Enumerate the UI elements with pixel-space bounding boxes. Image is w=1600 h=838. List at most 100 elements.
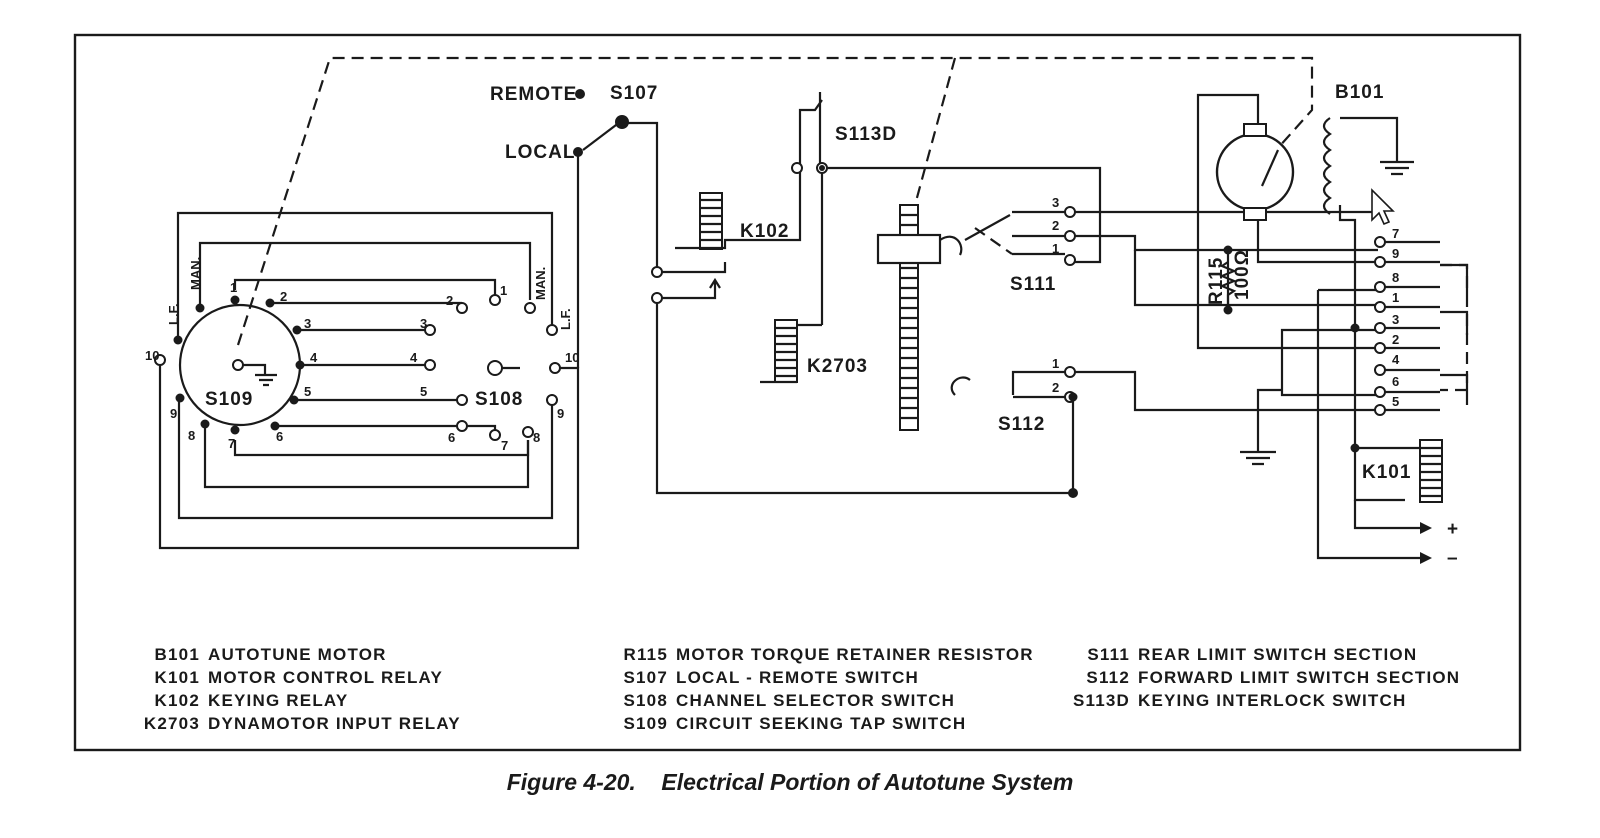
label-k102: K102 <box>740 221 789 242</box>
svg-text:7: 7 <box>228 436 235 451</box>
legend-desc: FORWARD LIMIT SWITCH SECTION <box>1138 668 1460 687</box>
svg-text:9: 9 <box>170 406 177 421</box>
svg-text:3: 3 <box>420 316 427 331</box>
svg-text:4: 4 <box>310 350 318 365</box>
svg-text:1: 1 <box>500 283 507 298</box>
junction-dots <box>819 165 1078 498</box>
legend-code: K101 <box>155 668 200 687</box>
label-remote: REMOTE <box>490 84 577 105</box>
svg-text:3: 3 <box>1392 312 1399 327</box>
legend-code: S113D <box>1073 691 1130 710</box>
terminal-strip-labels: 7 9 8 1 3 2 4 6 5 <box>1392 226 1400 409</box>
legend-code: S108 <box>623 691 668 710</box>
legend-code: K102 <box>155 691 200 710</box>
svg-text:10: 10 <box>565 350 579 365</box>
terminal-strip <box>1350 236 1440 453</box>
svg-text:2: 2 <box>1052 218 1059 233</box>
legend: B101 AUTOTUNE MOTOR K101 MOTOR CONTROL R… <box>144 645 1460 733</box>
label-k101: K101 <box>1362 462 1411 483</box>
legend-desc: AUTOTUNE MOTOR <box>208 645 387 664</box>
label-s108-lf: L.F. <box>558 308 573 330</box>
diagram-frame <box>73 33 1522 752</box>
legend-desc: LOCAL - REMOTE SWITCH <box>676 668 919 687</box>
label-s107: S107 <box>610 83 658 104</box>
label-s109-man: MAN. <box>188 257 203 290</box>
label-r115: R115 <box>1206 257 1227 305</box>
svg-text:6: 6 <box>276 429 283 444</box>
s108-contacts <box>154 294 561 441</box>
svg-text:3: 3 <box>304 316 311 331</box>
s109-pin-labels: 1 2 3 4 5 6 7 8 9 10 <box>145 280 318 451</box>
label-b101: B101 <box>1335 82 1384 103</box>
svg-text:10: 10 <box>145 348 159 363</box>
svg-text:8: 8 <box>1392 270 1399 285</box>
svg-text:1: 1 <box>1052 241 1059 256</box>
label-s109: S109 <box>205 389 253 410</box>
s108-pin-labels: 1 2 3 4 5 6 7 8 9 10 <box>410 283 579 453</box>
svg-text:1: 1 <box>1392 290 1399 305</box>
svg-text:9: 9 <box>1392 246 1399 261</box>
label-s108-man: MAN. <box>533 267 548 300</box>
label-s112: S112 <box>998 414 1045 435</box>
svg-text:5: 5 <box>420 384 427 399</box>
svg-text:2: 2 <box>280 289 287 304</box>
autotune-gear-stack <box>876 204 971 431</box>
s107-switch <box>573 89 629 157</box>
r115-resistor <box>1219 245 1237 315</box>
svg-text:8: 8 <box>188 428 195 443</box>
svg-text:6: 6 <box>1392 374 1399 389</box>
k101-relay <box>1355 439 1443 503</box>
svg-text:9: 9 <box>557 406 564 421</box>
svg-text:2: 2 <box>1052 380 1059 395</box>
s109-rotary-switch <box>173 295 305 435</box>
svg-text:4: 4 <box>410 350 418 365</box>
legend-code: S109 <box>623 714 668 733</box>
label-r115-value: 100Ω <box>1232 249 1253 300</box>
s111-s112-pin-labels: 3 2 1 1 2 <box>1052 195 1059 395</box>
svg-text:5: 5 <box>1392 394 1399 409</box>
svg-text:7: 7 <box>1392 226 1399 241</box>
svg-text:2: 2 <box>446 293 453 308</box>
legend-code: S112 <box>1086 668 1130 687</box>
ground-symbols <box>1240 450 1276 466</box>
b101-motor <box>1215 117 1414 221</box>
svg-text:6: 6 <box>448 430 455 445</box>
legend-desc: DYNAMOTOR INPUT RELAY <box>208 714 461 733</box>
legend-desc: CIRCUIT SEEKING TAP SWITCH <box>676 714 966 733</box>
supply-arrows <box>1420 522 1432 564</box>
svg-text:8: 8 <box>533 430 540 445</box>
svg-text:4: 4 <box>1392 352 1400 367</box>
svg-text:7: 7 <box>501 438 508 453</box>
label-s109-lf: L.F. <box>166 303 181 325</box>
label-s113d: S113D <box>835 124 897 145</box>
legend-desc: KEYING INTERLOCK SWITCH <box>1138 691 1406 710</box>
legend-code: K2703 <box>144 714 200 733</box>
label-k2703: K2703 <box>807 356 868 377</box>
legend-code: S107 <box>623 668 668 687</box>
label-s108: S108 <box>475 389 523 410</box>
svg-text:2: 2 <box>1392 332 1399 347</box>
label-s111: S111 <box>1010 274 1056 295</box>
svg-text:5: 5 <box>304 384 311 399</box>
legend-code: B101 <box>155 645 200 664</box>
label-local: LOCAL <box>505 142 575 163</box>
svg-text:1: 1 <box>1052 356 1059 371</box>
svg-text:3: 3 <box>1052 195 1059 210</box>
legend-desc: CHANNEL SELECTOR SWITCH <box>676 691 955 710</box>
svg-text:1: 1 <box>230 280 237 295</box>
legend-code: S111 <box>1087 645 1130 664</box>
mechanical-linkage <box>236 56 1469 392</box>
figure-caption: Figure 4-20. Electrical Portion of Autot… <box>507 769 1074 795</box>
s111-switch <box>964 206 1076 266</box>
k102-relay <box>651 162 828 304</box>
legend-desc: REAR LIMIT SWITCH SECTION <box>1138 645 1417 664</box>
legend-desc: KEYING RELAY <box>208 691 348 710</box>
k2703-relay <box>760 319 822 384</box>
label-plus: + <box>1447 519 1459 540</box>
mouse-cursor-icon <box>1371 188 1395 226</box>
legend-desc: MOTOR CONTROL RELAY <box>208 668 443 687</box>
label-minus: – <box>1447 548 1459 569</box>
legend-code: R115 <box>623 645 668 664</box>
legend-desc: MOTOR TORQUE RETAINER RESISTOR <box>676 645 1034 664</box>
